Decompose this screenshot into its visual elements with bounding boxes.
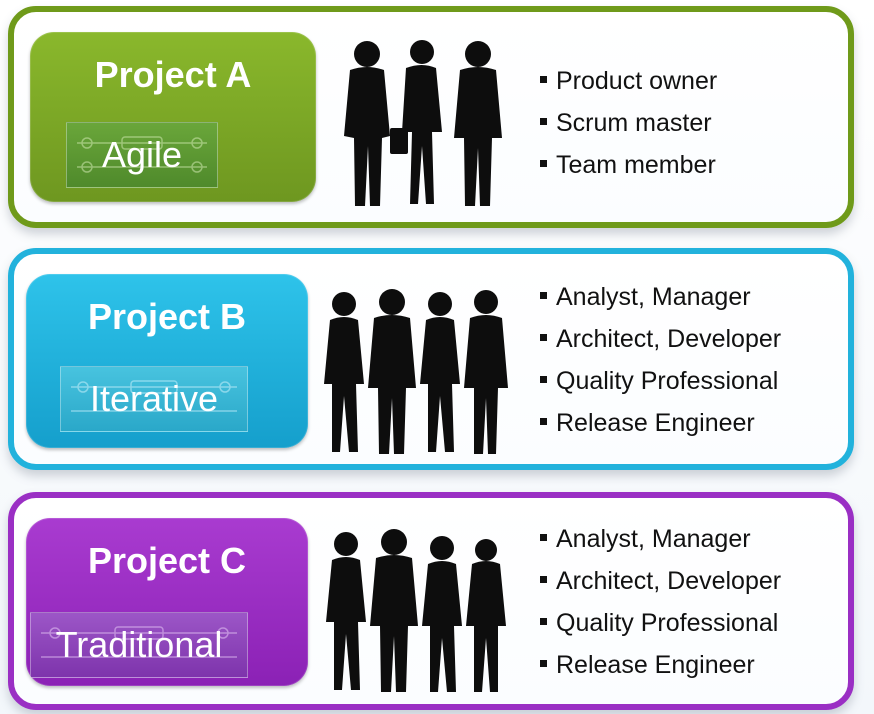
role-item: Scrum master: [540, 102, 717, 144]
project-a-badge: Project A Agile: [30, 32, 316, 202]
role-item: Release Engineer: [540, 402, 781, 444]
square-bullet-icon: [540, 417, 547, 425]
role-item: Architect, Developer: [540, 560, 781, 602]
people-silhouette-icon: [324, 289, 508, 454]
square-bullet-icon: [540, 75, 547, 83]
people-silhouette-icon: [326, 529, 506, 692]
circuit-pattern-icon: [41, 626, 237, 658]
square-bullet-icon: [540, 617, 547, 625]
square-bullet-icon: [540, 575, 547, 583]
project-b-card: Project B Iterative Analyst, Manager: [8, 248, 854, 470]
role-item: Product owner: [540, 60, 717, 102]
role-item: Analyst, Manager: [540, 276, 781, 318]
people-silhouette-icon: [344, 40, 502, 206]
role-item: Quality Professional: [540, 602, 781, 644]
project-c-badge: Project C Traditional: [26, 518, 308, 686]
circuit-pattern-icon: [71, 380, 237, 412]
role-item: Team member: [540, 144, 717, 186]
square-bullet-icon: [540, 159, 547, 167]
project-a-method: Agile: [66, 122, 218, 188]
square-bullet-icon: [540, 533, 547, 541]
project-c-title: Project C: [87, 540, 247, 581]
project-b-method: Iterative: [60, 366, 248, 432]
project-b-roles: Analyst, Manager Architect, Developer Qu…: [540, 276, 781, 444]
project-c-method: Traditional: [30, 612, 248, 678]
role-item: Quality Professional: [540, 360, 781, 402]
role-item: Release Engineer: [540, 644, 781, 686]
square-bullet-icon: [540, 333, 547, 341]
project-b-badge: Project B Iterative: [26, 274, 308, 448]
circuit-pattern-icon: [77, 136, 207, 173]
square-bullet-icon: [540, 659, 547, 667]
square-bullet-icon: [540, 291, 547, 299]
project-c-card: Project C Traditional Analyst, Manage: [8, 492, 854, 710]
project-a-title: Project A: [94, 54, 252, 95]
square-bullet-icon: [540, 375, 547, 383]
role-item: Analyst, Manager: [540, 518, 781, 560]
project-c-roles: Analyst, Manager Architect, Developer Qu…: [540, 518, 781, 686]
square-bullet-icon: [540, 117, 547, 125]
project-a-roles: Product owner Scrum master Team member: [540, 60, 717, 186]
project-b-title: Project B: [87, 296, 247, 337]
project-a-card: Project A Agile Product owner: [8, 6, 854, 228]
role-item: Architect, Developer: [540, 318, 781, 360]
